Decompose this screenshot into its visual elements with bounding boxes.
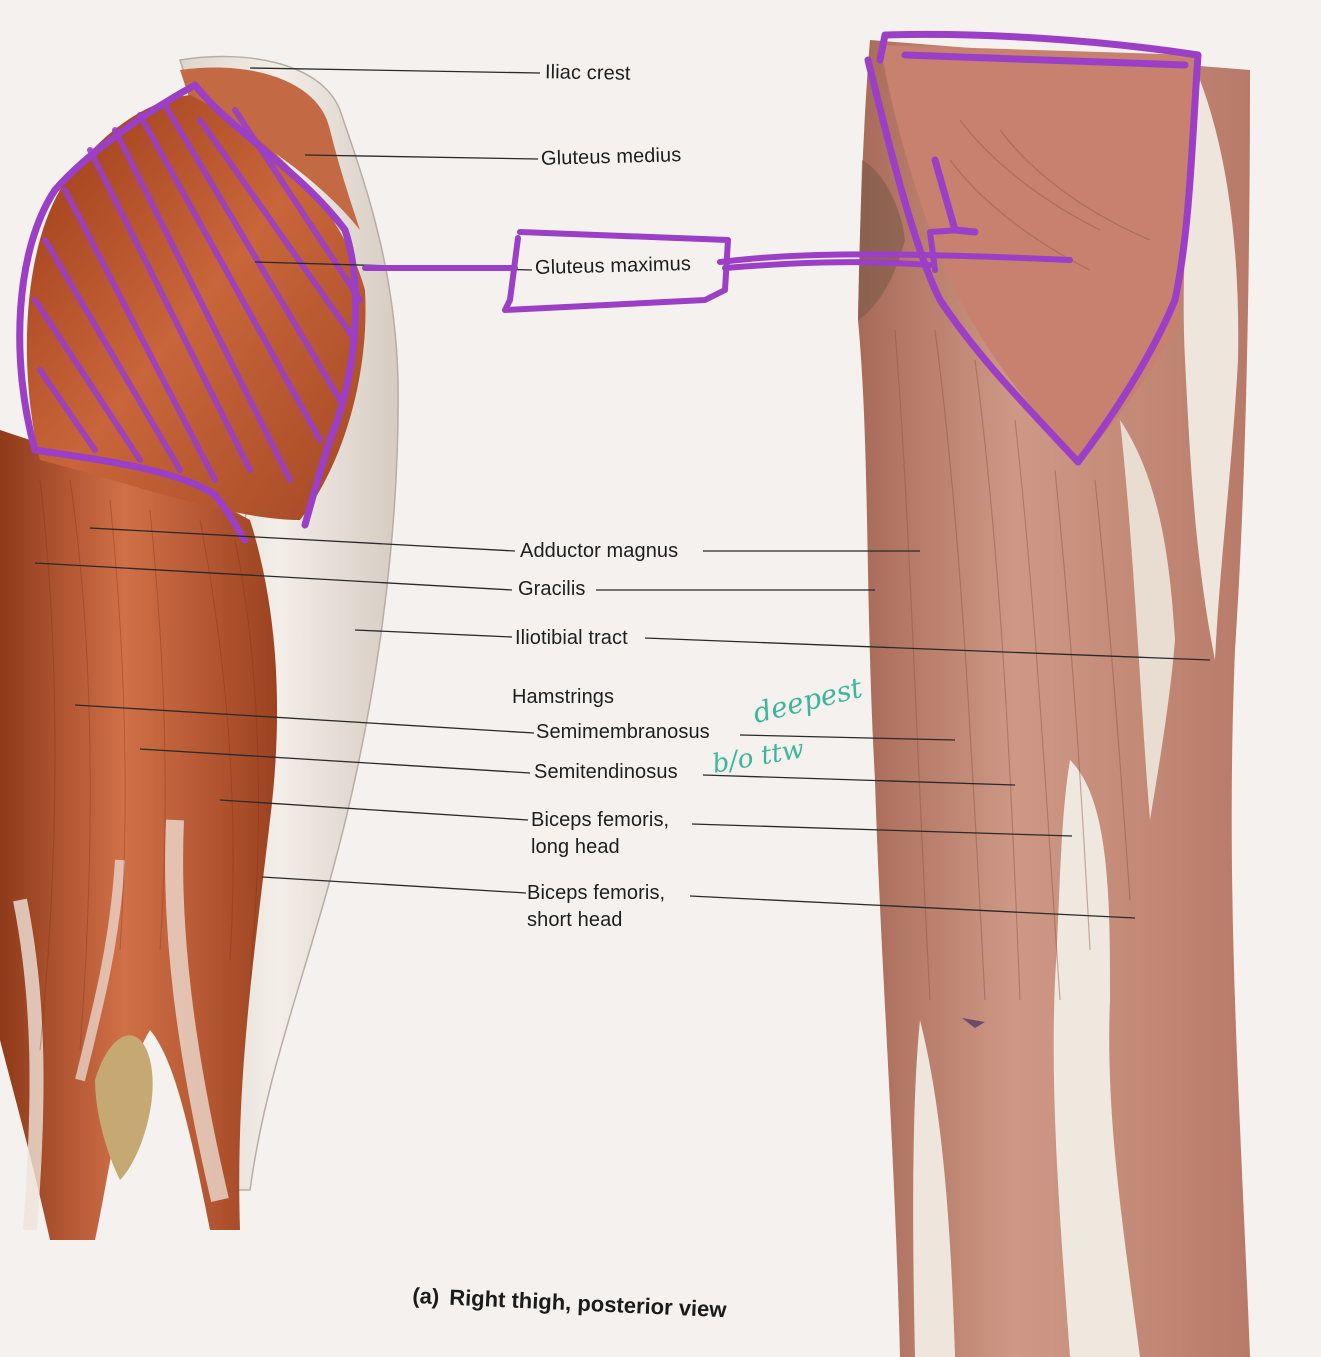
leader-lines xyxy=(34,67,1211,919)
cadaver-gluteus-maximus-shape xyxy=(880,45,1199,460)
label-biceps-femoris-short-head: Biceps femoris, short head xyxy=(527,882,666,931)
cadaver-tendon xyxy=(1120,420,1175,820)
label-adductor-magnus: Adductor magnus xyxy=(520,540,679,562)
label-highlight-box xyxy=(362,227,1073,313)
hip-crease xyxy=(858,160,905,320)
pin-mark xyxy=(962,1018,985,1028)
cadaver-thigh xyxy=(858,30,1250,1357)
cadaver-tendon xyxy=(1183,80,1239,660)
label-gracilis: Gracilis xyxy=(518,578,586,600)
cadaver-tendon xyxy=(913,1020,955,1357)
label-iliotibial-tract: Iliotibial tract xyxy=(515,627,628,649)
label-gluteus-maximus: Gluteus maximus xyxy=(534,252,692,280)
label-iliac-crest: Iliac crest xyxy=(544,61,631,85)
tendon-streak xyxy=(165,819,229,1203)
hamstring-mass-shape xyxy=(0,430,278,1240)
caption-tag: (a) xyxy=(411,1283,440,1310)
cadaver-thigh-shape xyxy=(858,40,1250,1357)
gluteus-maximus-highlight-outline xyxy=(16,81,360,544)
label-gluteus-medius: Gluteus medius xyxy=(540,144,682,170)
illustrated-thigh xyxy=(0,55,399,1240)
tendon-streak xyxy=(75,859,125,1082)
popliteal-fossa xyxy=(95,1035,153,1180)
label-semimembranosus: Semimembranosus xyxy=(536,721,710,743)
muscle-fibers xyxy=(39,479,259,1051)
label-biceps-femoris-long-head: Biceps femoris, long head xyxy=(531,809,670,858)
cadaver-tendon xyxy=(1053,760,1140,1357)
label-hamstrings: Hamstrings xyxy=(512,686,615,708)
tendon-streak xyxy=(13,898,44,1231)
label-semitendinosus: Semitendinosus xyxy=(534,761,678,783)
cadaver-fibers xyxy=(894,119,1151,1001)
highlight-hatching xyxy=(32,102,363,483)
